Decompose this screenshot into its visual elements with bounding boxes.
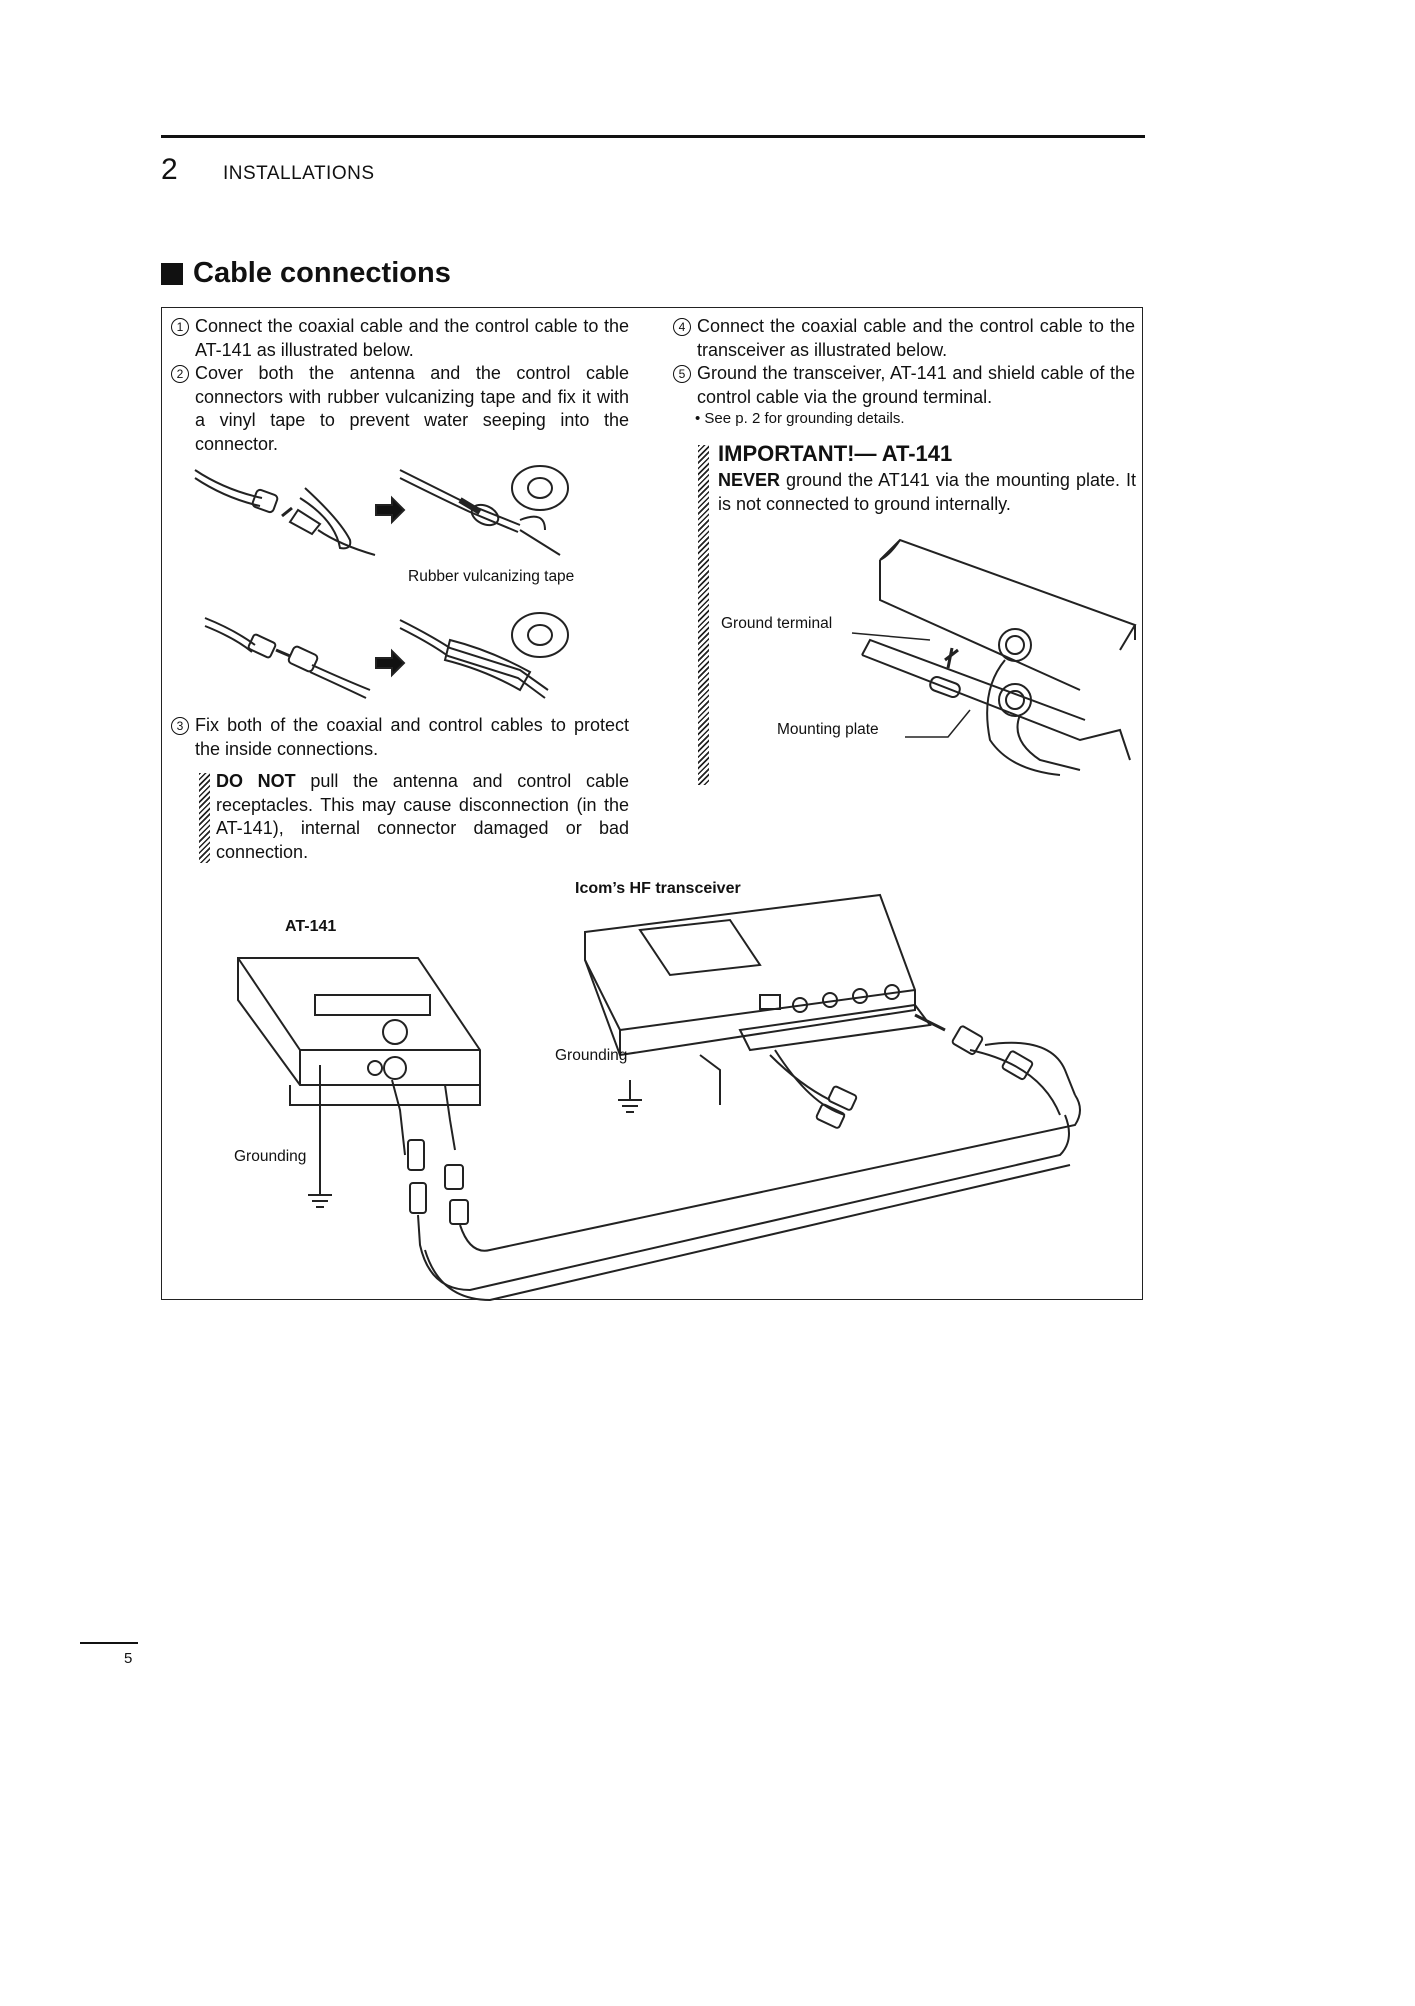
caution-hatch xyxy=(199,773,210,863)
rubber-tape-label: Rubber vulcanizing tape xyxy=(408,568,575,585)
at141-label: AT-141 xyxy=(285,918,337,935)
step-number-3: 3 xyxy=(171,717,189,735)
grounding-note: • See p. 2 for grounding details. xyxy=(695,410,905,427)
step-3-text: Fix both of the coaxial and control cabl… xyxy=(195,715,629,759)
do-not-note: DO NOT pull the antenna and control cabl… xyxy=(216,770,629,864)
step-5-text: Ground the transceiver, AT-141 and shiel… xyxy=(697,363,1135,407)
important-hatch xyxy=(698,445,709,785)
mounting-detail-figure xyxy=(851,538,1137,776)
step-number-5: 5 xyxy=(673,365,691,383)
important-text: ground the AT141 via the mounting plate.… xyxy=(718,470,1136,514)
step-4: 4 Connect the coaxial cable and the cont… xyxy=(673,315,1135,362)
step-number-4: 4 xyxy=(673,318,691,336)
step-1: 1 Connect the coaxial cable and the cont… xyxy=(171,315,629,362)
never-label: NEVER xyxy=(718,470,781,490)
step-5: 5 Ground the transceiver, AT-141 and shi… xyxy=(673,362,1135,409)
section-title-text: Cable connections xyxy=(193,257,451,289)
step-1-text: Connect the coaxial cable and the contro… xyxy=(195,316,629,360)
section-title: Cable connections xyxy=(161,257,451,290)
step-number-2: 2 xyxy=(171,365,189,383)
step-2: 2 Cover both the antenna and the control… xyxy=(171,362,629,456)
ground-terminal-label: Ground terminal xyxy=(721,615,833,632)
important-body: NEVER ground the AT141 via the mounting … xyxy=(718,468,1136,516)
section-square-icon xyxy=(161,262,183,285)
header-rule xyxy=(161,135,1145,138)
step-3: 3 Fix both of the coaxial and control ca… xyxy=(171,714,629,761)
transceiver-label: Icom’s HF transceiver xyxy=(575,880,741,897)
content-frame xyxy=(161,307,1143,1300)
step-4-text: Connect the coaxial cable and the contro… xyxy=(697,316,1135,360)
do-not-label: DO NOT xyxy=(216,771,296,791)
important-title: IMPORTANT!— AT-141 xyxy=(718,441,953,466)
footer-rule xyxy=(80,1642,138,1644)
system-connection-figure xyxy=(237,893,1081,1302)
grounding-label-at141: Grounding xyxy=(234,1148,307,1165)
connector-taping-figure xyxy=(194,465,569,699)
do-not-text: pull the antenna and control cable recep… xyxy=(216,771,630,862)
page-number: 5 xyxy=(124,1650,133,1667)
grounding-label-transceiver: Grounding xyxy=(555,1047,628,1064)
mounting-plate-label: Mounting plate xyxy=(777,721,879,738)
step-number-1: 1 xyxy=(171,318,189,336)
chapter-number: 2 xyxy=(161,153,178,186)
chapter-title: INSTALLATIONS xyxy=(223,163,375,184)
step-2-text: Cover both the antenna and the control c… xyxy=(195,363,629,454)
